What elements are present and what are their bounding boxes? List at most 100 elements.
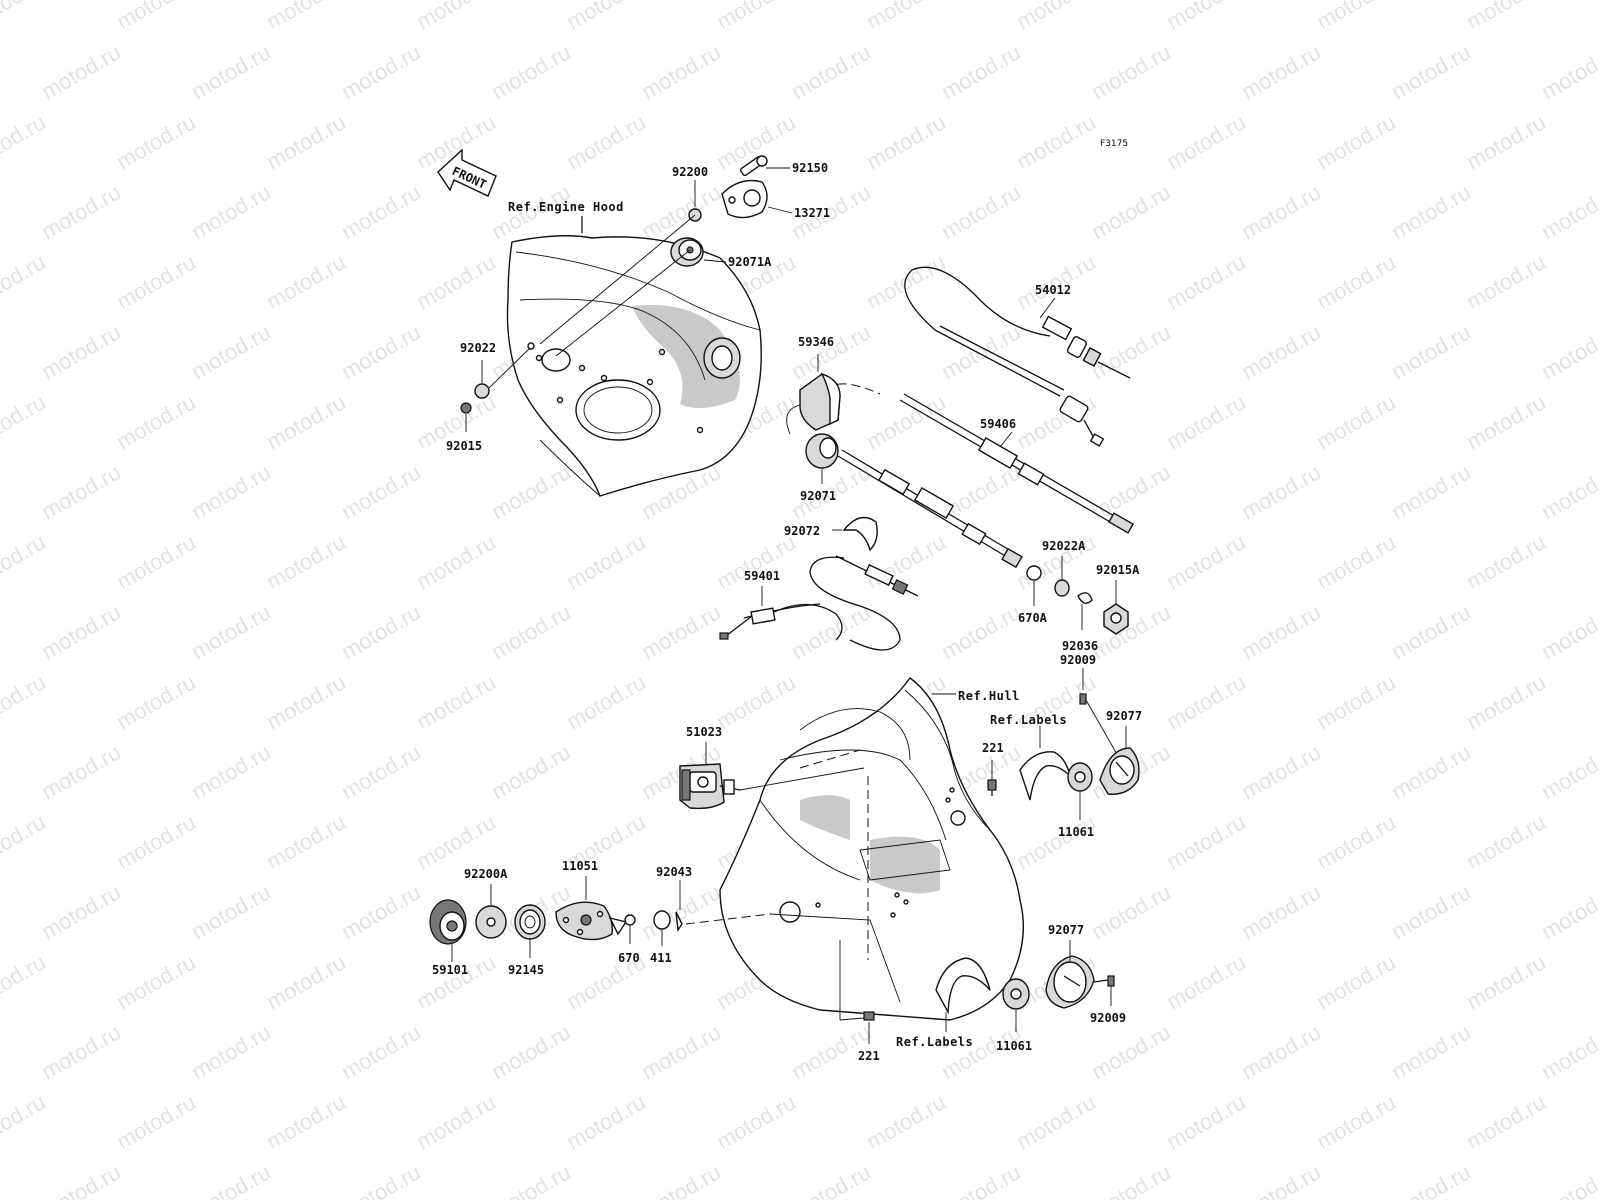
watermark-text: motod.ru xyxy=(487,1159,575,1200)
ref-labels-upper: Ref.Labels xyxy=(990,713,1067,727)
watermark-text: motod.ru xyxy=(562,669,650,734)
watermark-text: motod.ru xyxy=(1012,249,1100,314)
watermark-text: motod.ru xyxy=(937,599,1025,664)
watermark-text: motod.ru xyxy=(1537,1159,1600,1200)
ref-hull: Ref.Hull xyxy=(958,689,1020,703)
watermark-text: motod.ru xyxy=(1162,249,1250,314)
watermark-text: motod.ru xyxy=(937,1159,1025,1200)
watermark-text: motod.ru xyxy=(412,529,500,594)
label-51023: 51023 xyxy=(686,725,722,739)
cap-92077-upper xyxy=(1099,747,1140,795)
label-59406: 59406 xyxy=(980,417,1016,431)
watermark-text: motod.ru xyxy=(1387,319,1475,384)
grommet-92071 xyxy=(805,433,839,469)
watermark-text: motod.ru xyxy=(1462,809,1550,874)
watermark-text: motod.ru xyxy=(1087,599,1175,664)
watermark-text: motod.ru xyxy=(862,0,950,34)
washer-92022 xyxy=(474,383,490,399)
watermark-text: motod.ru xyxy=(1387,1019,1475,1084)
watermark-text: motod.ru xyxy=(637,1159,725,1200)
watermark-text: motod.ru xyxy=(1462,1089,1550,1154)
watermark-text: motod.ru xyxy=(637,39,725,104)
lever-11051 xyxy=(555,901,628,941)
ref-labels-lower: Ref.Labels xyxy=(896,1035,973,1049)
watermark-text: motod.ru xyxy=(0,389,50,454)
screw-92009-lower xyxy=(1093,975,1115,987)
clip-92072 xyxy=(842,516,878,552)
label-670A: 670A xyxy=(1018,611,1048,625)
watermark-text: motod.ru xyxy=(187,319,275,384)
watermark-text: motod.ru xyxy=(112,0,200,34)
washer-92036 xyxy=(1077,592,1093,604)
plate-13271 xyxy=(721,179,768,219)
o-ring-670 xyxy=(624,914,636,926)
watermark-text: motod.ru xyxy=(1387,459,1475,524)
watermark-text: motod.ru xyxy=(262,109,350,174)
ref-engine-hood: Ref.Engine Hood xyxy=(508,200,624,214)
label-92015: 92015 xyxy=(446,439,482,453)
watermark-text: motod.ru xyxy=(487,739,575,804)
watermark-text: motod.ru xyxy=(787,319,875,384)
watermark-text: motod.ru xyxy=(337,319,425,384)
watermark-text: motod.ru xyxy=(712,529,800,594)
watermark-text: motod.ru xyxy=(337,179,425,244)
watermark-text: motod.ru xyxy=(0,949,50,1014)
watermark-text: motod.ru xyxy=(637,1019,725,1084)
label-221-lower: 221 xyxy=(858,1049,880,1063)
watermark-text: motod.ru xyxy=(1087,1159,1175,1200)
watermark-text: motod.ru xyxy=(1387,179,1475,244)
engine-hood-drawing xyxy=(506,235,762,497)
watermark-text: motod.ru xyxy=(1462,529,1550,594)
watermark-text: motod.ru xyxy=(637,599,725,664)
label-13271: 13271 xyxy=(794,206,830,220)
watermark-text: motod.ru xyxy=(1387,39,1475,104)
cap-92077-lower xyxy=(1045,955,1095,1009)
watermark-text: motod.ru xyxy=(1012,0,1100,34)
watermark-text: motod.ru xyxy=(1537,319,1600,384)
watermark-text: motod.ru xyxy=(712,669,800,734)
watermark-text: motod.ru xyxy=(1537,179,1600,244)
watermark-text: motod.ru xyxy=(412,809,500,874)
washer-411 xyxy=(653,910,671,930)
watermark-text: motod.ru xyxy=(262,809,350,874)
watermark-text: motod.ru xyxy=(1162,949,1250,1014)
front-arrow-icon: FRONT xyxy=(437,148,497,197)
watermark-text: motod.ru xyxy=(1012,1089,1100,1154)
cable-59401 xyxy=(719,555,919,651)
figure-code: F3175 xyxy=(1100,139,1128,149)
watermark-text: motod.ru xyxy=(1162,529,1250,594)
watermark-text: motod.ru xyxy=(1087,39,1175,104)
watermark-text: motod.ru xyxy=(1537,879,1600,944)
label-92200A: 92200A xyxy=(464,867,508,881)
watermark-text: motod.ru xyxy=(1087,459,1175,524)
nut-92015 xyxy=(460,402,472,414)
watermark-text: motod.ru xyxy=(1387,1159,1475,1200)
label-59401: 59401 xyxy=(744,569,780,583)
label-92043: 92043 xyxy=(656,865,692,879)
watermark-text: motod.ru xyxy=(937,319,1025,384)
watermark-text: motod.ru xyxy=(37,879,125,944)
label-221-upper: 221 xyxy=(982,741,1004,755)
watermark-text: motod.ru xyxy=(1162,109,1250,174)
watermark-text: motod.ru xyxy=(1237,1019,1325,1084)
watermark-text: motod.ru xyxy=(1387,739,1475,804)
watermark-text: motod.ru xyxy=(1537,1019,1600,1084)
watermark-text: motod.ru xyxy=(337,599,425,664)
watermark-text: motod.ru xyxy=(112,389,200,454)
watermark-text: motod.ru xyxy=(112,249,200,314)
watermark-text: motod.ru xyxy=(1012,109,1100,174)
watermark-text: motod.ru xyxy=(1462,389,1550,454)
watermark-text: motod.ru xyxy=(1237,179,1325,244)
watermark-text: motod.ru xyxy=(0,669,50,734)
watermark-text: motod.ru xyxy=(0,109,50,174)
watermark-text: motod.ru xyxy=(112,949,200,1014)
watermark-text: motod.ru xyxy=(1087,179,1175,244)
watermark-text: motod.ru xyxy=(1087,1019,1175,1084)
watermark-text: motod.ru xyxy=(1312,669,1400,734)
watermark-text: motod.ru xyxy=(1237,319,1325,384)
watermark-text: motod.ru xyxy=(487,599,575,664)
watermark-text: motod.ru xyxy=(262,249,350,314)
label-92022A: 92022A xyxy=(1042,539,1086,553)
watermark-text: motod.ru xyxy=(337,1159,425,1200)
